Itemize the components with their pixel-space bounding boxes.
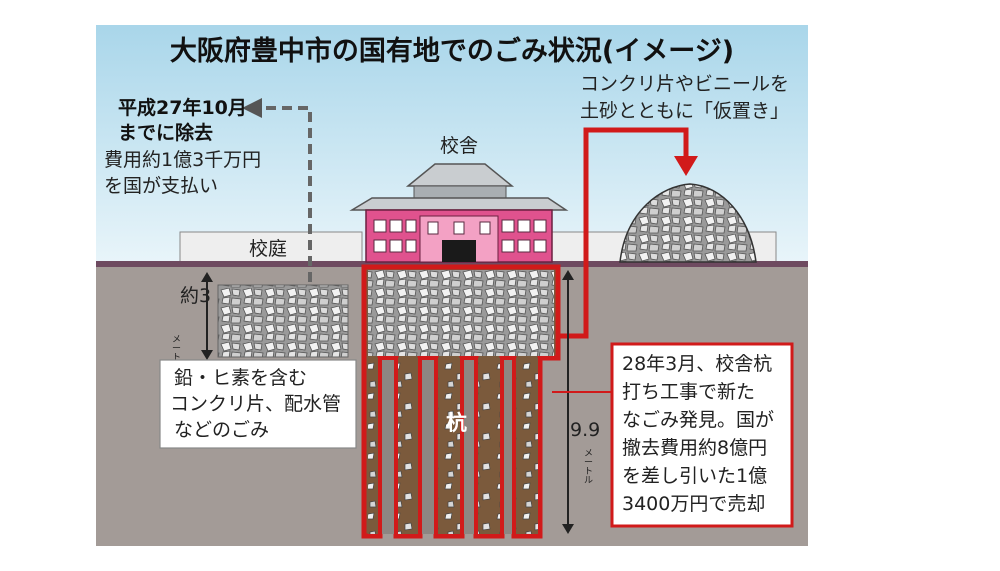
temporary-waste-pile [619, 183, 757, 263]
temp-pile-line2: 土砂とともに「仮置き」 [580, 100, 789, 122]
removal-line4: を国が支払い [104, 175, 218, 197]
found-line4: 撤去費用約8億円 [622, 437, 767, 459]
found-waste-box [610, 342, 794, 528]
found-line5: を差し引いた1億 [622, 465, 767, 487]
deep-depth-value: 9.9 [570, 419, 600, 441]
pit-under-building [361, 264, 561, 539]
waste-line1: 鉛・ヒ素を含む [174, 367, 307, 389]
found-line1: 28年3月、校舎杭 [622, 353, 772, 375]
waste-line3: などのごみ [174, 419, 269, 441]
deep-depth-arrow-bottom [562, 524, 574, 534]
shallow-depth-arrow-top [201, 272, 213, 282]
school-building [349, 163, 569, 263]
found-line3: なごみ発見。国が [622, 409, 774, 431]
schoolyard-label: 校庭 [249, 238, 287, 260]
shallow-depth-arrow-bottom [201, 350, 213, 360]
shallow-depth-value: 約3 [180, 285, 211, 307]
waste-line2: コンクリ片、配水管 [170, 393, 341, 415]
removal-dashed-line [266, 106, 312, 282]
pile-label: 杭 [446, 411, 467, 435]
removal-line2: までに除去 [118, 121, 213, 144]
waste-description-box [159, 359, 357, 449]
removal-arrow-head [242, 98, 262, 118]
removal-line1: 平成27年10月 [118, 96, 247, 119]
shallow-buried-waste [217, 284, 349, 358]
deep-depth-arrow-top [562, 270, 574, 280]
transfer-red-line [558, 127, 689, 339]
transfer-arrow-head [674, 156, 698, 176]
school-building-label: 校舎 [440, 135, 478, 157]
found-line2: 打ち工事で新た [622, 381, 755, 403]
temp-pile-line1: コンクリ片やビニールを [580, 73, 789, 95]
deep-depth-unit: メートル [584, 449, 593, 486]
diagram-title: 大阪府豊中市の国有地でのごみ状況(イメージ) [170, 35, 734, 67]
found-line6: 3400万円で売却 [622, 493, 765, 515]
ground-line [96, 261, 808, 267]
removal-line3: 費用約1億3千万円 [104, 149, 261, 171]
